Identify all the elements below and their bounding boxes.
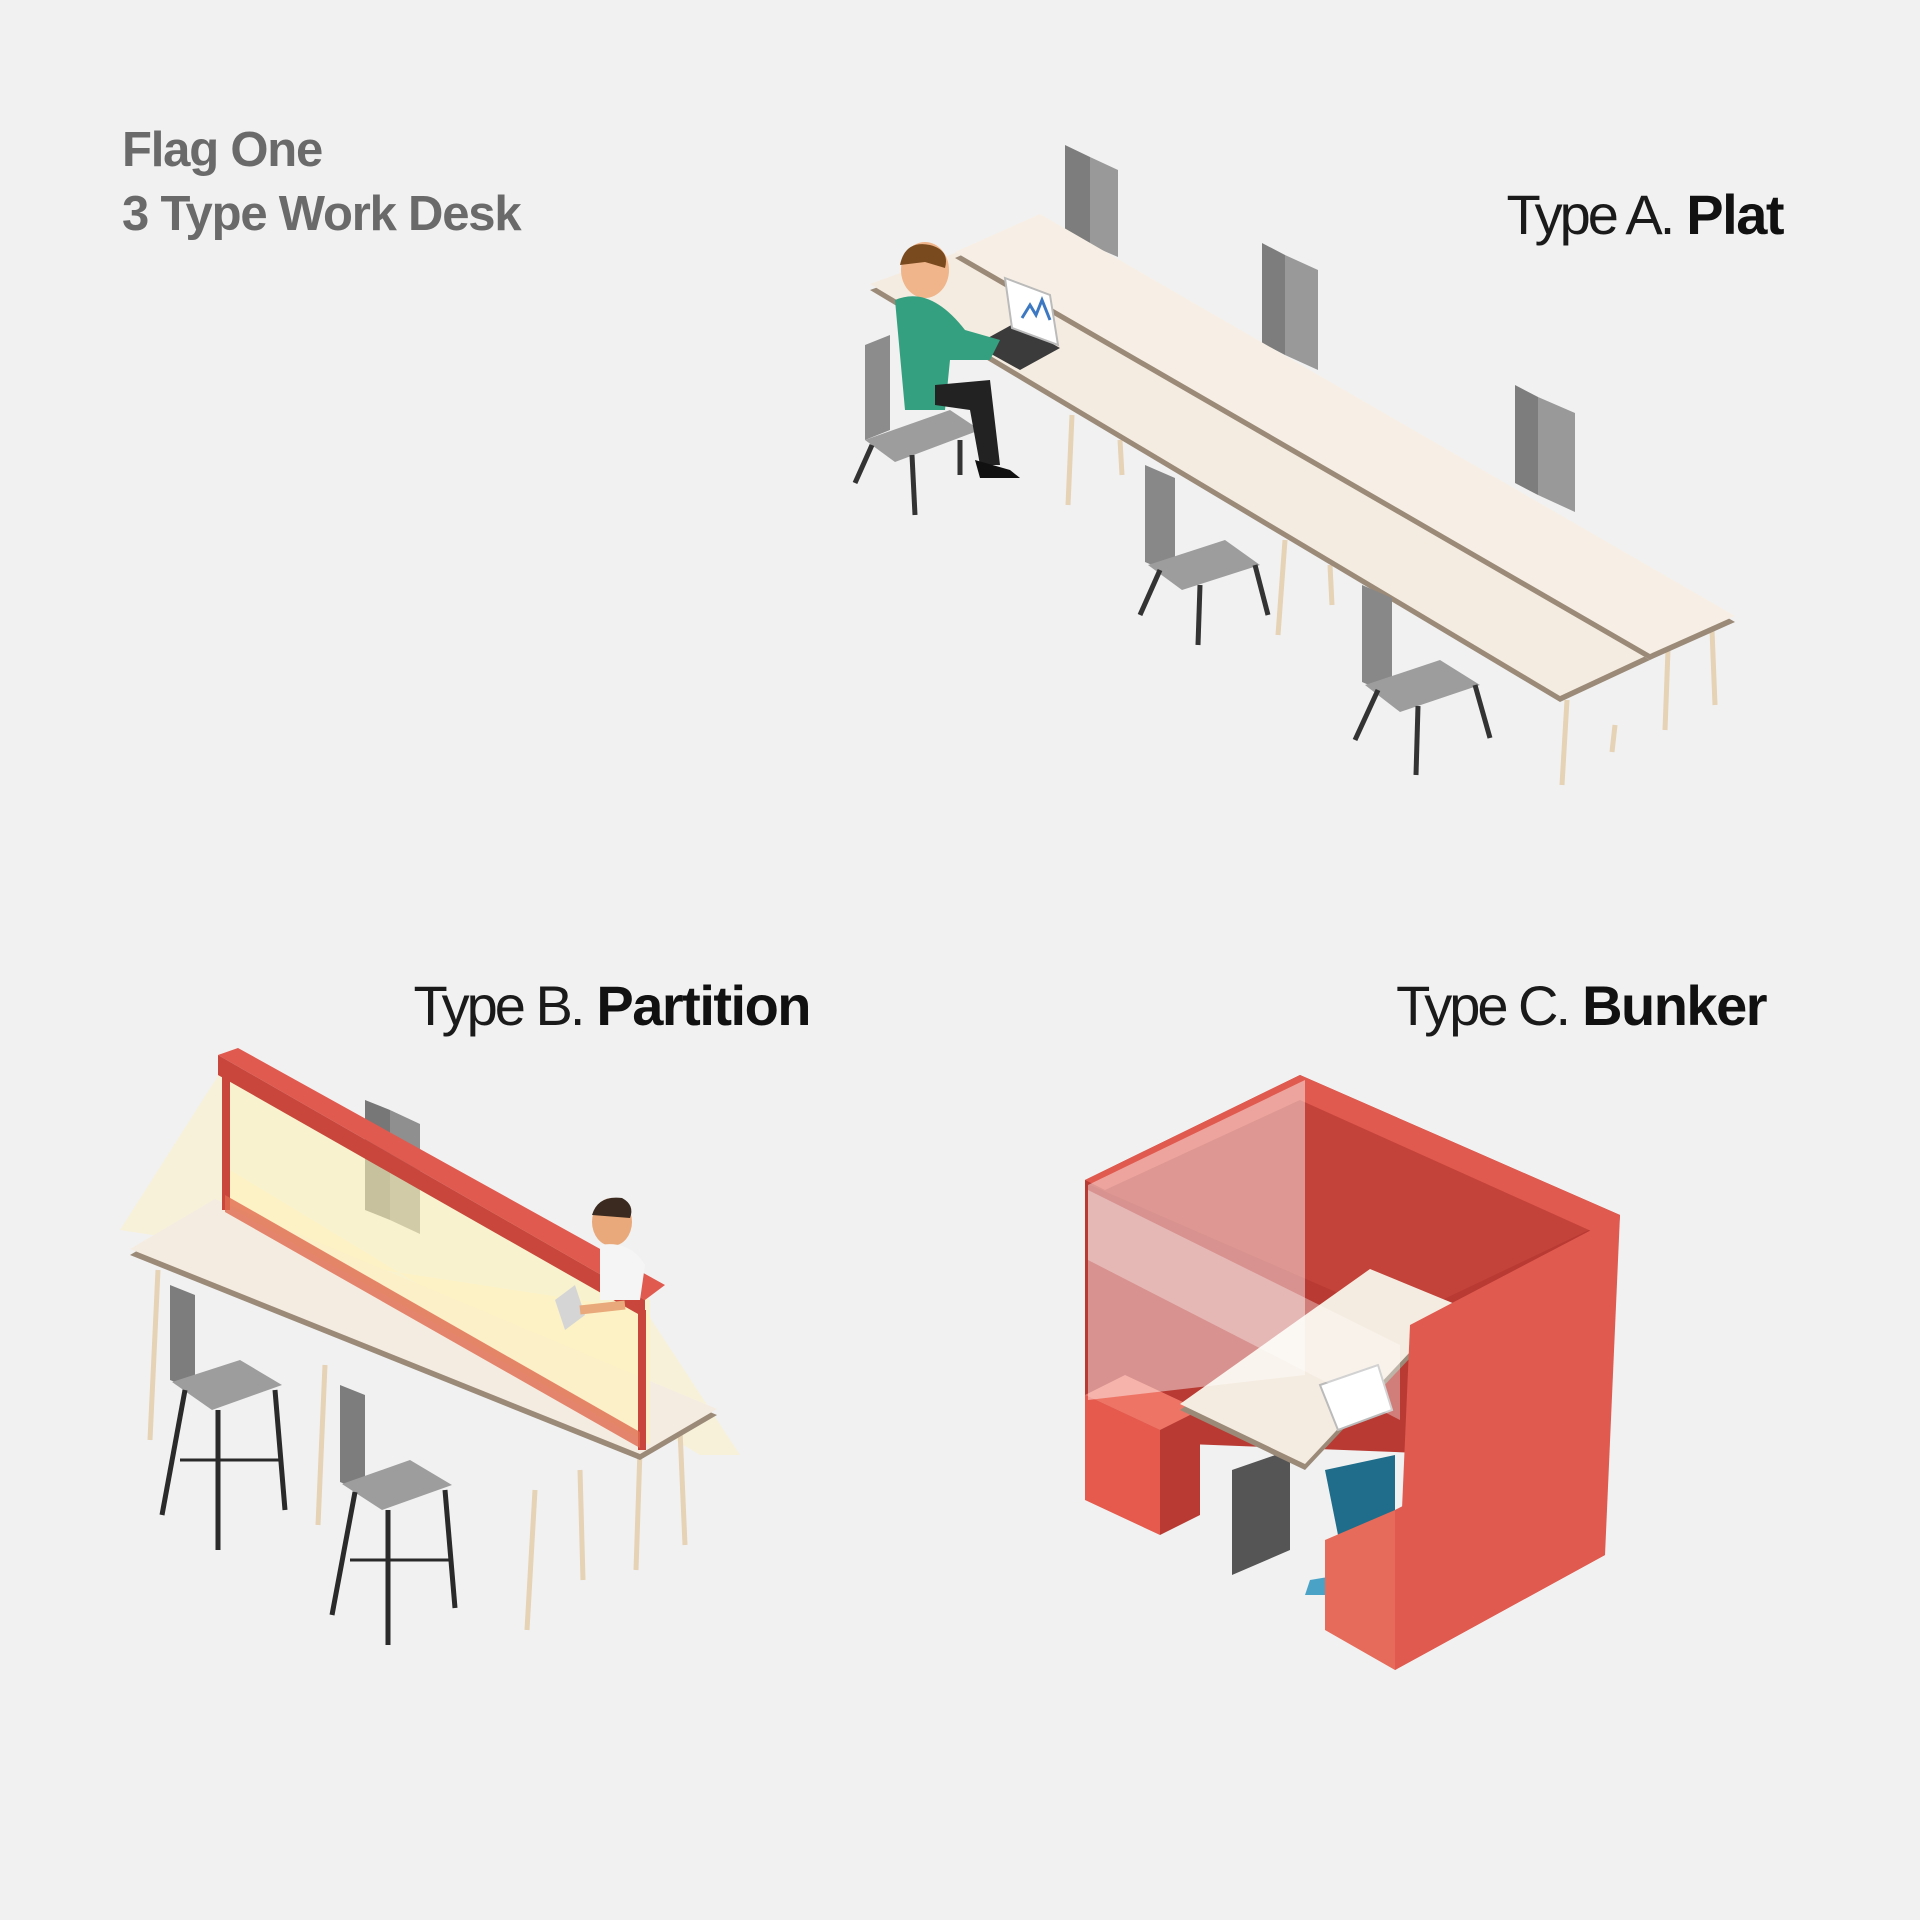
chair-back-1 <box>1065 145 1118 257</box>
type-b-illustration <box>120 1048 740 1645</box>
chair-front-3 <box>1352 585 1493 776</box>
partition-frame <box>218 1048 665 1450</box>
type-b-prefix: Type B. <box>413 974 586 1037</box>
bunker-inner <box>1090 1080 1610 1320</box>
desk-a-back <box>955 214 1735 660</box>
type-a-name: Plat <box>1686 183 1784 246</box>
bunker-table <box>1180 1269 1455 1575</box>
type-a-label: Type A.Plat <box>1506 182 1785 247</box>
title-line-2: 3 Type Work Desk <box>122 187 522 241</box>
type-c-prefix: Type C. <box>1396 974 1571 1037</box>
chair-front-2 <box>1137 465 1271 646</box>
bunker-glass-divider <box>1088 1190 1400 1420</box>
desk-a-legs <box>1065 414 1718 786</box>
partition-glass <box>225 1063 650 1445</box>
bunker-left-seat <box>1085 1375 1200 1535</box>
stool-b-2 <box>329 1385 458 1645</box>
bunker-glass-back <box>1088 1080 1305 1400</box>
type-a-illustration <box>852 145 1735 786</box>
title-line-1: Flag One <box>122 123 323 177</box>
person-a <box>895 242 1020 478</box>
laptop <box>975 276 1060 370</box>
type-b-name: Partition <box>596 974 811 1037</box>
stool-b-1 <box>159 1285 288 1550</box>
type-c-label: Type C.Bunker <box>1396 973 1767 1038</box>
desk-b-legs <box>147 1269 688 1631</box>
desk-a-front <box>870 252 1650 702</box>
chair-front-person <box>852 335 980 516</box>
type-b-label: Type B.Partition <box>413 973 812 1038</box>
type-c-illustration <box>1085 1075 1620 1670</box>
chair-back-3 <box>1515 385 1575 512</box>
type-a-prefix: Type A. <box>1506 183 1676 246</box>
bunker-top-rim <box>1085 1075 1620 1235</box>
type-c-name: Bunker <box>1582 974 1767 1037</box>
bunker-right-seat <box>1325 1400 1605 1670</box>
chair-back-2 <box>1262 243 1318 370</box>
person-b <box>555 1197 645 1330</box>
page-title: Flag One 3 Type Work Desk <box>122 118 522 246</box>
